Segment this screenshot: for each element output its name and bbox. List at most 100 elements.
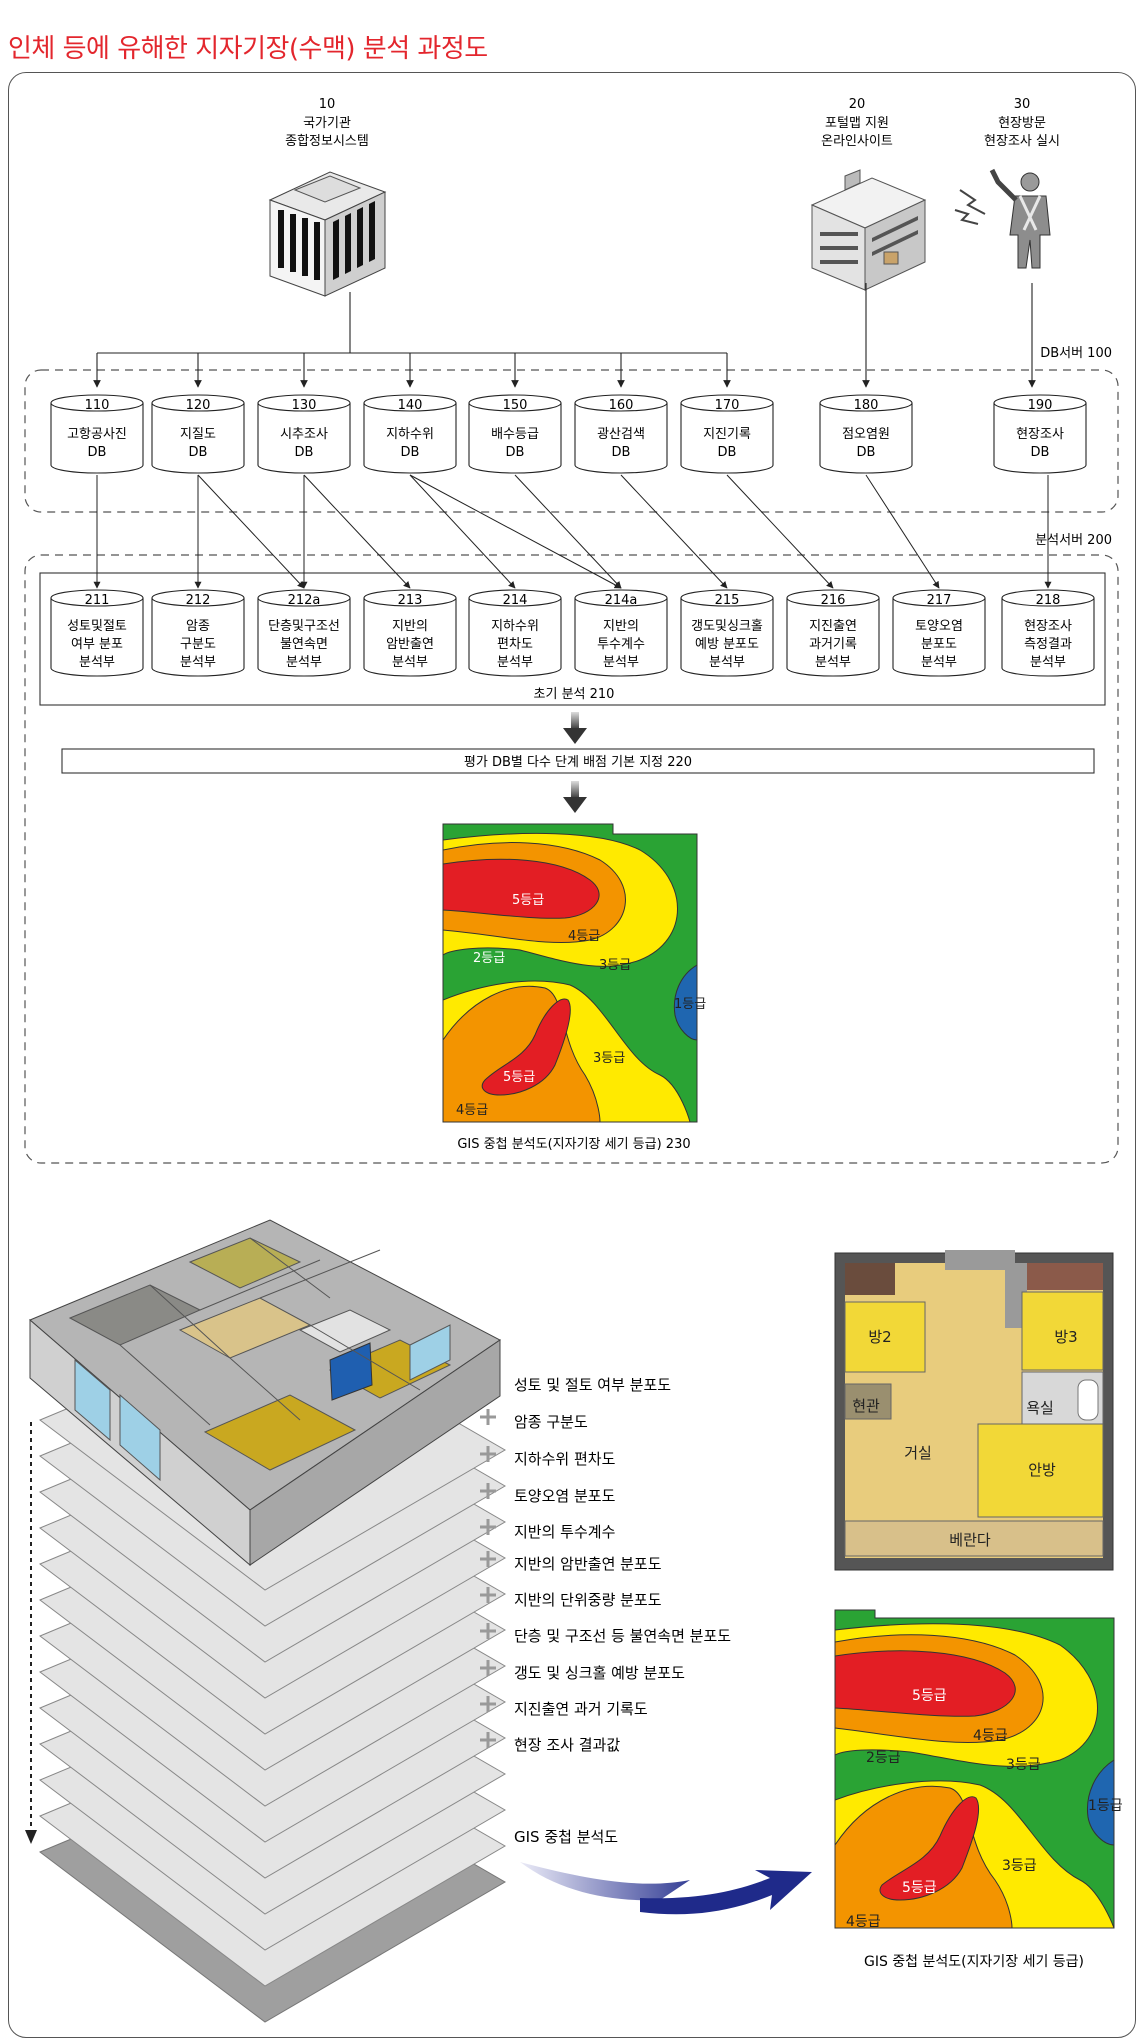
db-180 xyxy=(819,394,913,474)
db-120 xyxy=(151,394,245,474)
plus-icon xyxy=(480,1551,496,1567)
analyzer-number: 214 xyxy=(503,593,528,608)
gis-map-230-caption: GIS 중첩 분석도(지자기장 세기 등급) 230 xyxy=(457,1137,690,1152)
analyzer-number: 212a xyxy=(288,593,321,608)
office-building-icon xyxy=(268,171,387,297)
field-worker-icon xyxy=(954,168,1051,269)
db-suffix: DB xyxy=(189,445,208,460)
db-number: 140 xyxy=(398,398,423,413)
db-suffix: DB xyxy=(1031,445,1050,460)
db-170 xyxy=(680,394,774,474)
analyzer-line: 분석부 xyxy=(815,655,851,670)
analyzer-line: 분석부 xyxy=(497,655,533,670)
db-number: 130 xyxy=(292,398,317,413)
down-arrow-icon xyxy=(563,712,587,744)
grade-1-label: 1등급 xyxy=(1088,1798,1123,1814)
layer-label: 지진출연 과거 기록도 xyxy=(514,1700,648,1718)
plus-icon xyxy=(480,1732,496,1748)
floor-plan-labels: 방2 방3 현관 욕실 거실 안방 베란다 xyxy=(852,1328,1077,1549)
db-130 xyxy=(257,394,351,474)
db-name: 지질도 xyxy=(180,427,216,442)
source-20-num: 20 xyxy=(849,97,866,112)
analyzer-line: 분석부 xyxy=(1030,655,1066,670)
analyzer-215 xyxy=(680,589,774,677)
analyzer-214a xyxy=(574,589,668,677)
analyzer-line: 현장조사 xyxy=(1024,619,1072,634)
analyzer-line: 과거기록 xyxy=(809,637,857,652)
analyzer-216 xyxy=(786,589,880,677)
analyzer-line: 투수계수 xyxy=(597,637,645,652)
grade-3-label: 3등급 xyxy=(593,1051,625,1066)
room3-label: 방3 xyxy=(1054,1328,1077,1346)
analyzer-line: 암종 xyxy=(186,619,210,634)
initial-analysis-box xyxy=(39,572,1106,706)
layer-label: 성토 및 절토 여부 분포도 xyxy=(514,1376,671,1394)
db-suffix: DB xyxy=(612,445,631,460)
gis-map-bottom-grades: 5등급 4등급 2등급 3등급 1등급 3등급 5등급 4등급 xyxy=(846,1688,1123,1930)
master-bedroom-label: 안방 xyxy=(1028,1461,1056,1479)
db-number: 110 xyxy=(85,398,110,413)
analyzer-218 xyxy=(1001,589,1095,677)
db-number: 190 xyxy=(1028,398,1053,413)
source-10-label1: 국가기관 xyxy=(303,116,351,131)
analyzer-line: 단층및구조선 xyxy=(268,619,340,634)
source-20-label1: 포털맵 지원 xyxy=(825,116,889,131)
analyzer-line: 분석부 xyxy=(921,655,957,670)
db-140 xyxy=(363,394,457,474)
db-name: 광산검색 xyxy=(597,427,645,442)
plus-icon xyxy=(480,1409,496,1425)
analyzer-number: 217 xyxy=(927,593,952,608)
plus-icon xyxy=(480,1660,496,1676)
gis-map-bottom xyxy=(835,1610,1114,1928)
analyzer-line: 예방 분포도 xyxy=(695,637,759,652)
db-suffix: DB xyxy=(88,445,107,460)
analyzer-line: 구분도 xyxy=(180,637,216,652)
database-cylinders: 110고항공사진DB120지질도DB130시추조사DB140지하수위DB150배… xyxy=(50,394,1087,474)
analyzer-line: 지반의 xyxy=(603,619,639,634)
layer-direction-arrow xyxy=(25,1422,37,1844)
analyzer-line: 지진출연 xyxy=(809,619,857,634)
analyzer-213 xyxy=(363,589,457,677)
analyzer-line: 지하수위 xyxy=(491,619,539,634)
db-number: 180 xyxy=(854,398,879,413)
analyzer-number: 214a xyxy=(605,593,638,608)
sweep-arrow-icon xyxy=(520,1862,812,1915)
grade-4-label: 4등급 xyxy=(568,929,600,944)
source-30-label2: 현장조사 실시 xyxy=(984,134,1060,149)
gis-map-230 xyxy=(443,824,697,1122)
analysis-server-label: 분석서버 200 xyxy=(1035,533,1112,548)
analyzer-line: 불연속면 xyxy=(280,637,328,652)
bath-label: 욕실 xyxy=(1026,1399,1054,1417)
source-10-label2: 종합정보시스템 xyxy=(285,134,369,149)
plus-icon xyxy=(480,1623,496,1639)
analyzer-line: 분포도 xyxy=(921,637,957,652)
analyzer-line: 분석부 xyxy=(79,655,115,670)
source-30-label1: 현장방문 xyxy=(998,116,1046,131)
grade-1-label: 1등급 xyxy=(674,997,706,1012)
analyzer-number: 218 xyxy=(1036,593,1061,608)
analyzer-line: 토양오염 xyxy=(915,619,963,634)
grade-2-label: 2등급 xyxy=(866,1750,901,1766)
layer-label: 토양오염 분포도 xyxy=(514,1487,616,1505)
grade-5-label: 5등급 xyxy=(503,1070,535,1085)
analyzer-line: 분석부 xyxy=(180,655,216,670)
layer-label: 지반의 단위중량 분포도 xyxy=(514,1591,662,1609)
source-connectors xyxy=(93,283,1036,388)
page-title: 인체 등에 유해한 지자기장(수맥) 분석 과정도 xyxy=(8,34,488,64)
analyzer-214 xyxy=(468,589,562,677)
db-suffix: DB xyxy=(401,445,420,460)
grade-5-label: 5등급 xyxy=(512,893,544,908)
diagram-frame xyxy=(8,72,1136,2038)
db-analyzer-arrows xyxy=(93,474,1052,589)
analyzer-number: 211 xyxy=(85,593,110,608)
db-name: 고항공사진 xyxy=(67,427,127,442)
grade-4-label: 4등급 xyxy=(456,1103,488,1118)
plus-icon xyxy=(480,1587,496,1603)
db-server-group xyxy=(24,369,1119,513)
db-160 xyxy=(574,394,668,474)
analyzer-212a xyxy=(257,589,351,677)
grade-3-label: 3등급 xyxy=(1002,1858,1037,1874)
db-name: 현장조사 xyxy=(1016,427,1064,442)
